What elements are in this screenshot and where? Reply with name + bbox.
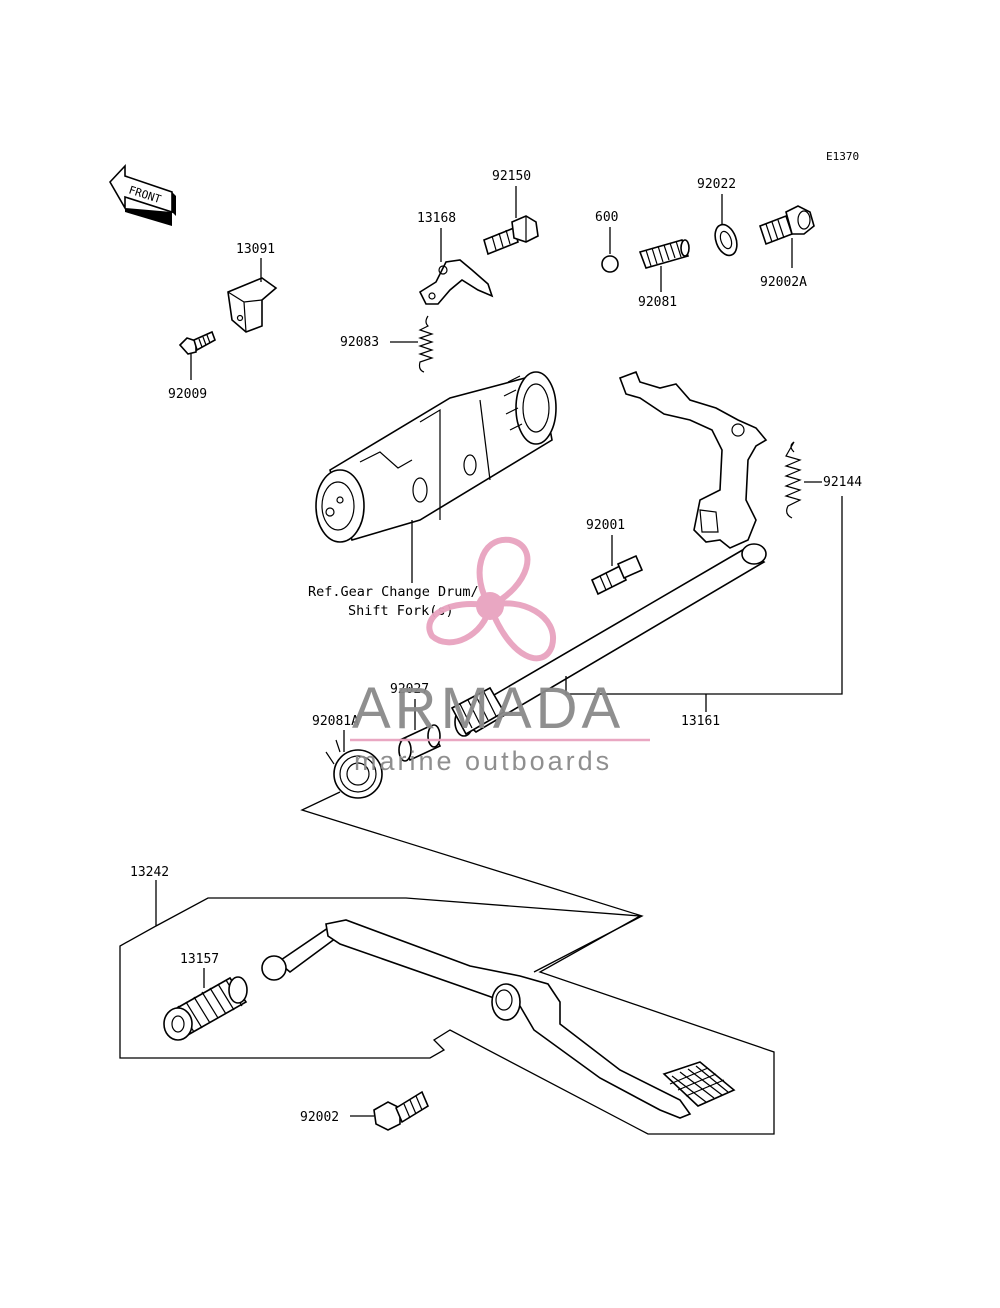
label-92144: 92144 <box>823 475 862 490</box>
label-13157: 13157 <box>180 952 219 967</box>
propeller-logo-icon <box>426 536 557 662</box>
bolt-92002 <box>373 1090 430 1131</box>
label-600: 600 <box>595 210 618 225</box>
return-spring-92081A <box>325 739 383 799</box>
label-13168: 13168 <box>417 211 456 226</box>
ref-note-line2: Shift Fork(s) <box>348 603 454 619</box>
label-92027: 92027 <box>390 682 429 697</box>
bolt-92150 <box>483 215 539 256</box>
label-92002A: 92002A <box>760 275 807 290</box>
label-92009: 92009 <box>168 387 207 402</box>
label-92002: 92002 <box>300 1110 339 1125</box>
pin-92001 <box>590 554 644 596</box>
spring-92081 <box>638 239 690 269</box>
front-arrow-icon: FRONT <box>109 163 176 226</box>
label-13091: 13091 <box>236 242 275 257</box>
label-92083: 92083 <box>340 335 379 350</box>
label-92081: 92081 <box>638 295 677 310</box>
ball-600 <box>601 255 619 273</box>
spring-92144 <box>784 441 802 519</box>
label-92022: 92022 <box>697 177 736 192</box>
diagram-code: E1370 <box>826 150 859 163</box>
label-13242: 13242 <box>130 865 169 880</box>
label-92081A: 92081A <box>312 714 359 729</box>
label-92001: 92001 <box>586 518 625 533</box>
ref-note-line1: Ref.Gear Change Drum/ <box>308 584 479 600</box>
stopper-plate-13168 <box>418 259 494 305</box>
shift-pedal <box>261 919 736 1119</box>
screw-92009 <box>178 330 216 355</box>
pedal-rubber-13157 <box>163 976 248 1041</box>
watermark-tagline: marine outboards <box>354 746 612 776</box>
shift-shaft-13161 <box>450 370 768 737</box>
watermark-brand: ARMADA <box>352 676 624 741</box>
label-92150: 92150 <box>492 169 531 184</box>
spring-92083 <box>418 315 434 373</box>
washer-92022 <box>714 223 738 257</box>
bracket-13091 <box>227 277 278 333</box>
collar-92027 <box>398 724 442 762</box>
gear-change-drum <box>315 371 557 543</box>
plug-bolt-92002A <box>758 205 815 246</box>
armada-watermark: ARMADA marine outboards <box>350 536 650 776</box>
label-13161: 13161 <box>681 714 720 729</box>
